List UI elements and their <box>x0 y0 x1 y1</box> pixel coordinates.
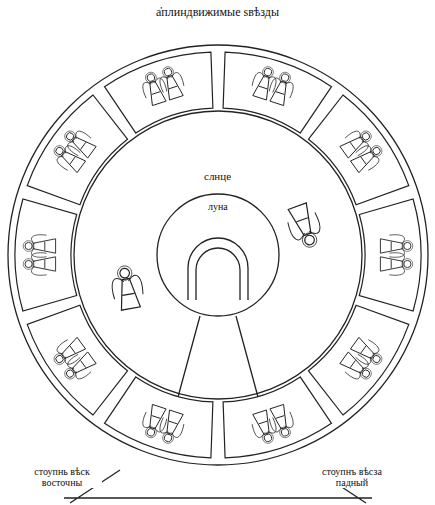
angel-wings <box>269 77 295 98</box>
angel-figure <box>23 253 55 276</box>
angel-figure <box>249 63 280 101</box>
angel-figure <box>139 403 170 441</box>
angel-head <box>146 73 155 82</box>
angel-figure <box>337 124 376 161</box>
angel-wings <box>287 212 322 241</box>
angel-robe <box>270 80 291 106</box>
angel-head <box>146 428 155 437</box>
outer-sphere <box>8 45 428 465</box>
funnel-lines <box>178 316 258 397</box>
moon-sphere: луна <box>156 193 280 317</box>
angel-figure <box>249 409 280 447</box>
angel-wings <box>389 253 404 276</box>
angel-head <box>163 68 172 77</box>
angel-robe <box>69 352 96 377</box>
heaven-panel <box>309 95 409 205</box>
angel-wings <box>55 339 80 366</box>
angel-halo <box>402 259 413 270</box>
direction-label: стоупнь вѣск восточны <box>22 466 102 488</box>
angel-wings <box>345 354 370 381</box>
angel-figure <box>380 235 412 258</box>
angel-robe <box>145 404 166 430</box>
sphere-outline <box>73 110 363 400</box>
angel-figure <box>266 69 297 107</box>
angel-robe <box>380 257 403 271</box>
angel-robe <box>350 148 377 173</box>
heaven-panel <box>105 52 213 133</box>
angel-head <box>404 260 411 267</box>
angel-halo <box>402 241 413 252</box>
angel-figure <box>348 139 387 176</box>
angel-wings <box>269 412 295 433</box>
heaven-panel <box>105 377 213 458</box>
heaven-panel <box>359 199 421 311</box>
angel-robe <box>116 277 140 310</box>
angel-head <box>281 73 290 82</box>
angel-head <box>119 268 130 279</box>
angel-head <box>25 260 32 267</box>
heaven-panel <box>15 199 77 311</box>
angel-head <box>163 433 172 442</box>
angel-robe <box>69 133 96 158</box>
angel-halo <box>23 259 34 270</box>
angel-figure <box>156 63 187 101</box>
angel-wings <box>111 274 144 299</box>
angel-figure <box>23 235 55 258</box>
angel-wings <box>31 235 46 258</box>
angel-halo <box>23 241 34 252</box>
angel-wings <box>252 417 278 438</box>
angel-robe <box>380 239 403 253</box>
angel-robe <box>163 74 184 100</box>
sphere-circle <box>157 194 279 316</box>
angel-head <box>25 242 32 249</box>
angel-robe <box>340 352 367 377</box>
heaven-panel <box>27 305 127 415</box>
direction-label: стоупнъ вѣсза падный <box>312 466 392 488</box>
angel-head <box>263 68 272 77</box>
angel-head <box>281 428 290 437</box>
sphere-label: слнце <box>204 170 231 182</box>
angel-head <box>263 433 272 442</box>
angel-figure <box>59 124 98 161</box>
sphere-circle <box>74 111 362 399</box>
angel-figure <box>337 349 376 386</box>
angel-wings <box>345 129 370 156</box>
heaven-panel <box>309 305 409 415</box>
angel-wings <box>141 77 167 98</box>
angel-wings <box>252 71 278 92</box>
inner-arch <box>196 248 240 300</box>
inner-arch <box>188 238 248 300</box>
angel-wings <box>66 129 91 156</box>
angel-wings <box>355 144 380 171</box>
angel-figure <box>283 201 326 252</box>
angel-robe <box>33 239 56 253</box>
angel-wings <box>158 417 184 438</box>
sun-sphere: слнце луна <box>73 110 363 400</box>
angel-figure <box>380 253 412 276</box>
angel-figure <box>156 409 187 447</box>
angel-robe <box>33 257 56 271</box>
angel-figure <box>109 263 146 311</box>
diagram-title: а҆плиндвижимые ѕвѣзды <box>156 6 279 19</box>
sphere-label: луна <box>208 201 228 212</box>
angel-figure <box>48 334 87 371</box>
angel-robe <box>340 133 367 158</box>
heaven-panel <box>223 377 331 458</box>
heaven-panel <box>223 52 331 133</box>
angel-head <box>404 242 411 249</box>
angel-wings <box>141 412 167 433</box>
angel-robe <box>253 410 274 436</box>
heaven-panel <box>27 95 127 205</box>
angel-wings <box>66 354 91 381</box>
angel-figure <box>59 349 98 386</box>
angel-wings <box>158 71 184 92</box>
angel-robe <box>59 337 86 362</box>
